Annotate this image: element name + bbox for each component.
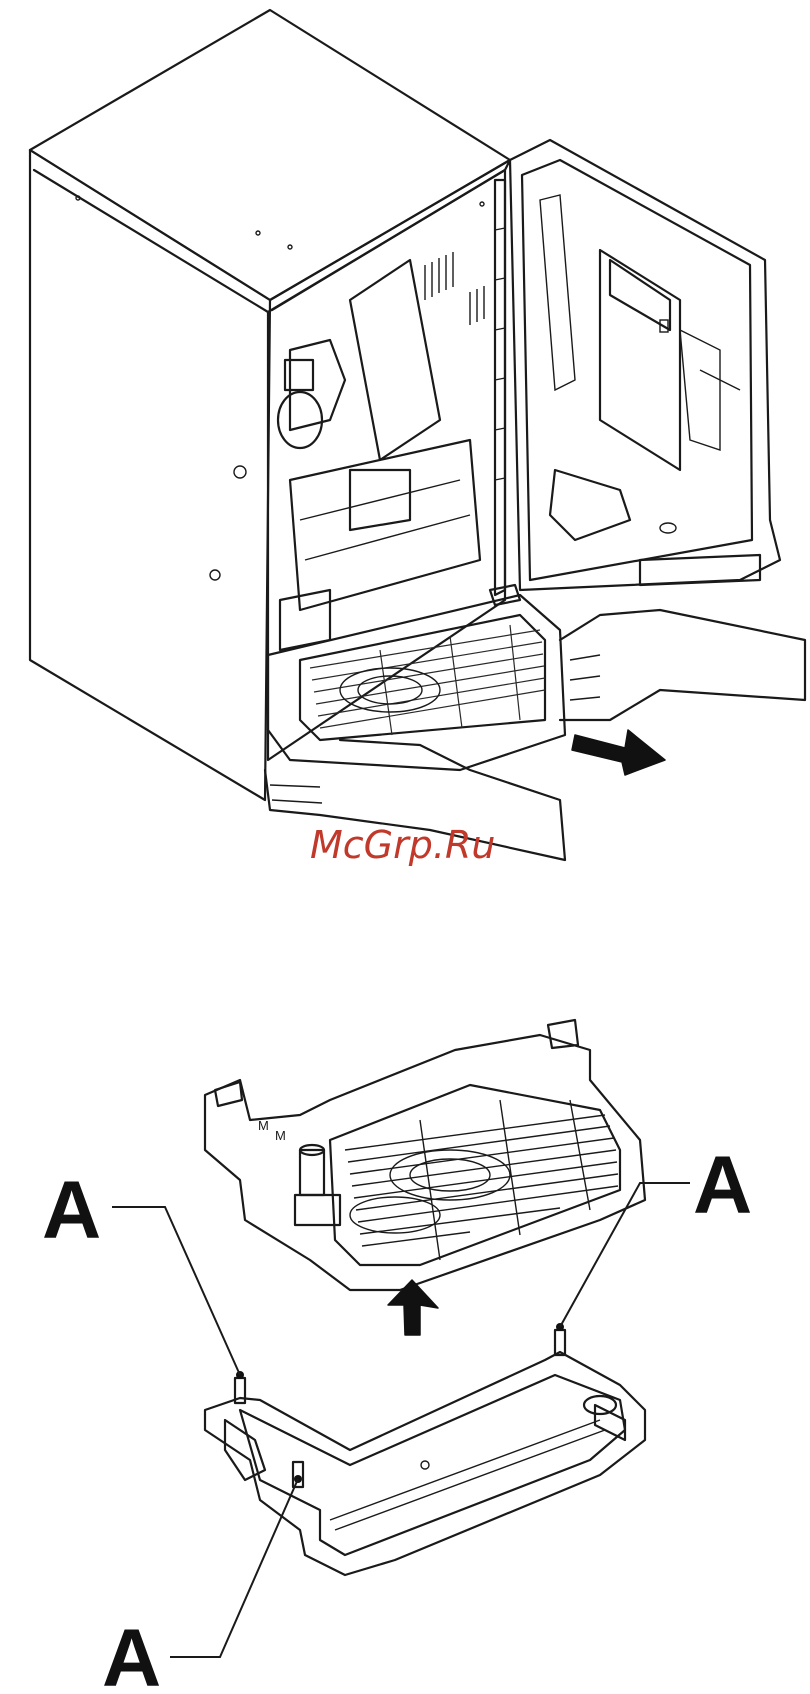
drip-tray-exploded: M M — [42, 1020, 752, 1694]
callout-label-top-left: A — [42, 1165, 101, 1256]
machine-door — [510, 140, 780, 590]
drip-tray-base — [205, 1323, 645, 1575]
svg-text:M: M — [258, 1118, 269, 1133]
callout-label-top-right: A — [693, 1140, 752, 1231]
svg-text:M: M — [275, 1128, 286, 1143]
machine-interior — [268, 170, 505, 760]
callout-label-bottom-left: A — [102, 1613, 161, 1694]
callout-leaders — [112, 1183, 690, 1657]
watermark-text: McGrp.Ru — [310, 823, 495, 867]
lift-arrow-icon — [388, 1280, 438, 1335]
pull-arrow-icon — [572, 730, 665, 775]
machine-illustration — [30, 10, 805, 860]
drip-tray — [268, 585, 565, 770]
drip-tray-grille: M M — [205, 1020, 645, 1290]
